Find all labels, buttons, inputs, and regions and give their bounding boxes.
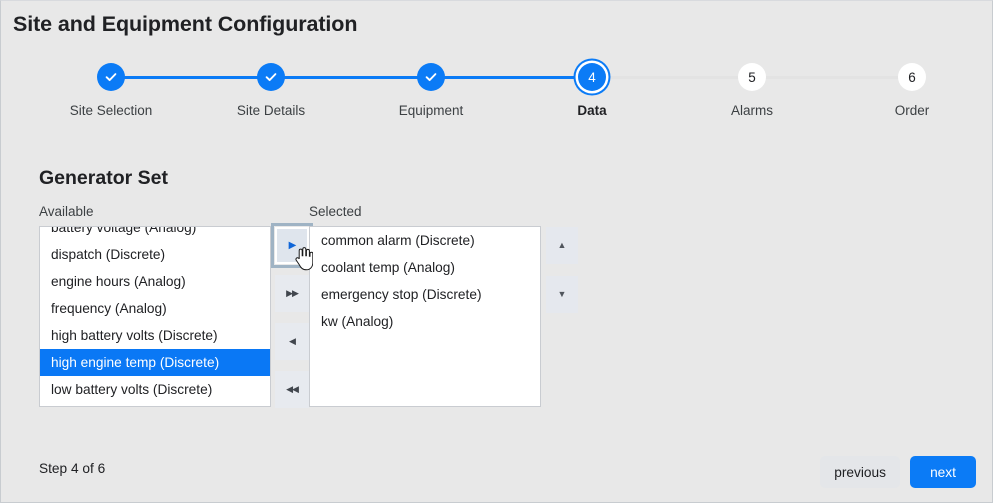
stepper-step-equipment[interactable]: Equipment <box>351 63 511 118</box>
available-listbox[interactable]: battery voltage (Analog) dispatch (Discre… <box>39 226 271 407</box>
section-title: Generator Set <box>39 167 168 189</box>
list-item[interactable]: low battery volts (Discrete) <box>51 382 213 397</box>
list-item[interactable]: dispatch (Discrete) <box>51 247 166 262</box>
list-item[interactable]: emergency stop (Discrete) <box>321 287 482 302</box>
stepper-label: Data <box>577 103 607 118</box>
move-left-button[interactable]: ◀ <box>275 323 309 360</box>
stepper-label: Order <box>894 103 930 118</box>
stepper-label: Site Details <box>236 103 306 118</box>
footer: Step 4 of 6 previous next <box>1 442 992 502</box>
check-icon <box>417 63 445 91</box>
stepper-label: Equipment <box>398 103 464 118</box>
check-icon <box>97 63 125 91</box>
stepper-connector-5 <box>762 76 902 79</box>
stepper-number: 6 <box>898 63 926 91</box>
stepper-step-site-selection[interactable]: Site Selection <box>31 63 191 118</box>
stepper-label: Site Selection <box>69 103 153 118</box>
transfer-button-group: ▶▶▶◀◀◀ <box>271 223 313 419</box>
move-all-right-arrow-icon: ▶▶ <box>286 288 299 298</box>
available-list-label: Available <box>39 204 94 219</box>
order-button-group: ▲▼ <box>546 227 578 325</box>
stepper-connector-1 <box>121 76 261 79</box>
list-item[interactable]: frequency (Analog) <box>51 301 167 316</box>
move-all-right-button[interactable]: ▶▶ <box>275 275 309 312</box>
move-down-arrow-icon: ▼ <box>557 289 567 299</box>
stepper-step-site-details[interactable]: Site Details <box>191 63 351 118</box>
move-right-arrow-icon: ▶ <box>288 239 297 251</box>
list-item[interactable]: high battery volts (Discrete) <box>51 328 218 343</box>
stepper-connector-4 <box>602 76 742 79</box>
step-counter: Step 4 of 6 <box>39 461 106 476</box>
list-item[interactable]: common alarm (Discrete) <box>321 233 475 248</box>
list-item[interactable]: kw (Analog) <box>321 314 394 329</box>
stepper-number: 5 <box>738 63 766 91</box>
move-all-left-arrow-icon: ◀◀ <box>286 384 299 394</box>
next-button[interactable]: next <box>910 456 976 488</box>
stepper-label: Alarms <box>730 103 773 118</box>
move-right-button[interactable]: ▶ <box>271 223 313 268</box>
footer-actions: previous next <box>820 456 976 488</box>
list-item[interactable]: engine hours (Analog) <box>51 274 186 289</box>
selected-listbox[interactable]: common alarm (Discrete) coolant temp (Ana… <box>309 226 541 407</box>
list-item[interactable]: battery voltage (Analog) <box>51 226 197 235</box>
list-item[interactable]: coolant temp (Analog) <box>321 260 455 275</box>
title-bar: Site and Equipment Configuration <box>1 1 992 47</box>
move-down-button[interactable]: ▼ <box>546 276 578 313</box>
list-item[interactable]: high engine temp (Discrete) <box>40 349 270 376</box>
move-up-arrow-icon: ▲ <box>557 240 567 250</box>
move-up-button[interactable]: ▲ <box>546 227 578 264</box>
selected-list-label: Selected <box>309 204 362 219</box>
stepper-connector-3 <box>441 76 582 79</box>
check-icon <box>257 63 285 91</box>
move-all-left-button[interactable]: ◀◀ <box>275 371 309 408</box>
stepper-connector-2 <box>281 76 421 79</box>
page-title: Site and Equipment Configuration <box>13 11 358 36</box>
previous-button[interactable]: previous <box>820 456 900 488</box>
stepper-number: 4 <box>578 63 606 91</box>
move-left-arrow-icon: ◀ <box>289 336 296 346</box>
